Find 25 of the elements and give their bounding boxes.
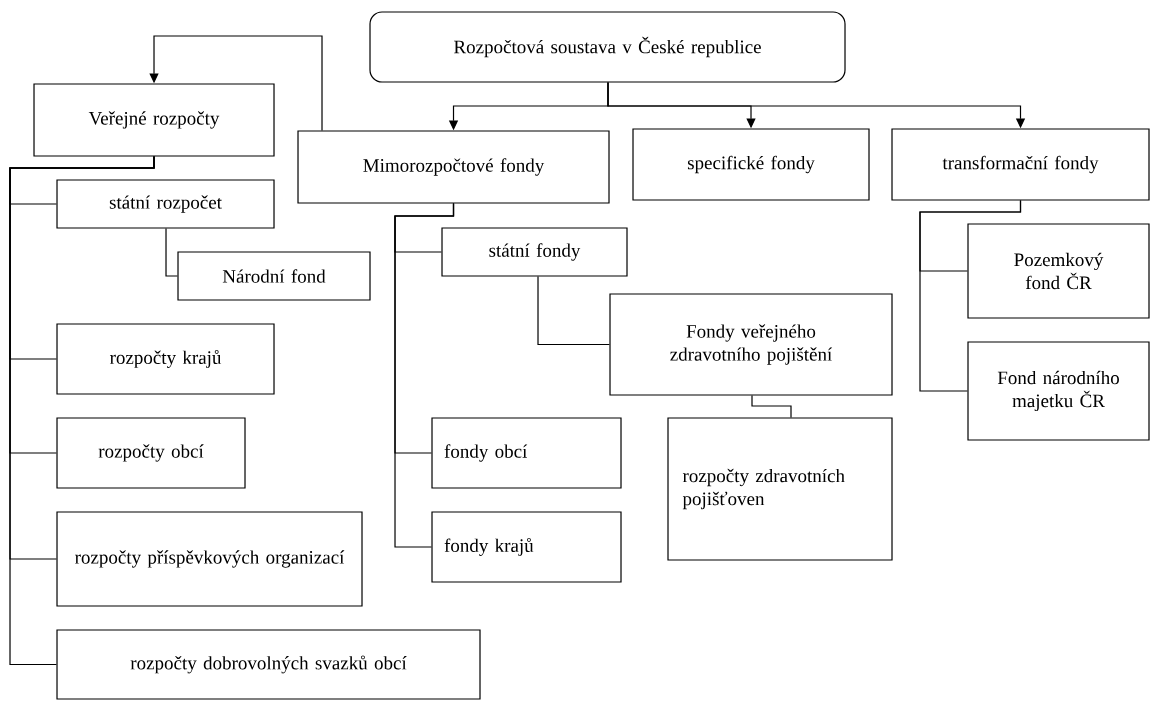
item-box: fondy krajů xyxy=(431,511,622,583)
connector-line xyxy=(394,203,455,548)
item-box: Fondy veřejného zdravotního pojištění xyxy=(609,293,893,396)
connector-line xyxy=(9,156,155,666)
item-box: Fond národního majetku ČR xyxy=(967,341,1150,441)
category-box: Veřejné rozpočty xyxy=(33,83,275,157)
item-box: rozpočty dobrovolných svazků obcí xyxy=(56,629,481,700)
item-box: rozpočty příspěvkových organizací xyxy=(56,511,363,607)
connector-line xyxy=(919,200,1022,392)
item-box: Národní fond xyxy=(177,251,371,301)
root-box: Rozpočtová soustava v České republice xyxy=(369,11,846,83)
category-box: Mimorozpočtové fondy xyxy=(297,130,610,204)
connector-line xyxy=(165,228,178,277)
category-box: transformační fondy xyxy=(891,128,1150,201)
arrow xyxy=(149,35,323,131)
item-box: rozpočty krajů xyxy=(56,323,275,395)
item-box: státní rozpočet xyxy=(56,179,275,229)
category-box: specifické fondy xyxy=(632,128,870,201)
item-box: Pozemkový fond ČR xyxy=(967,223,1150,319)
item-box: rozpočty obcí xyxy=(56,417,246,489)
connector-line xyxy=(537,276,610,346)
item-box: rozpočty zdravotních pojišťoven xyxy=(667,417,893,561)
item-box: státní fondy xyxy=(441,227,628,277)
connector-line xyxy=(751,395,792,418)
item-box: fondy obcí xyxy=(431,417,622,489)
